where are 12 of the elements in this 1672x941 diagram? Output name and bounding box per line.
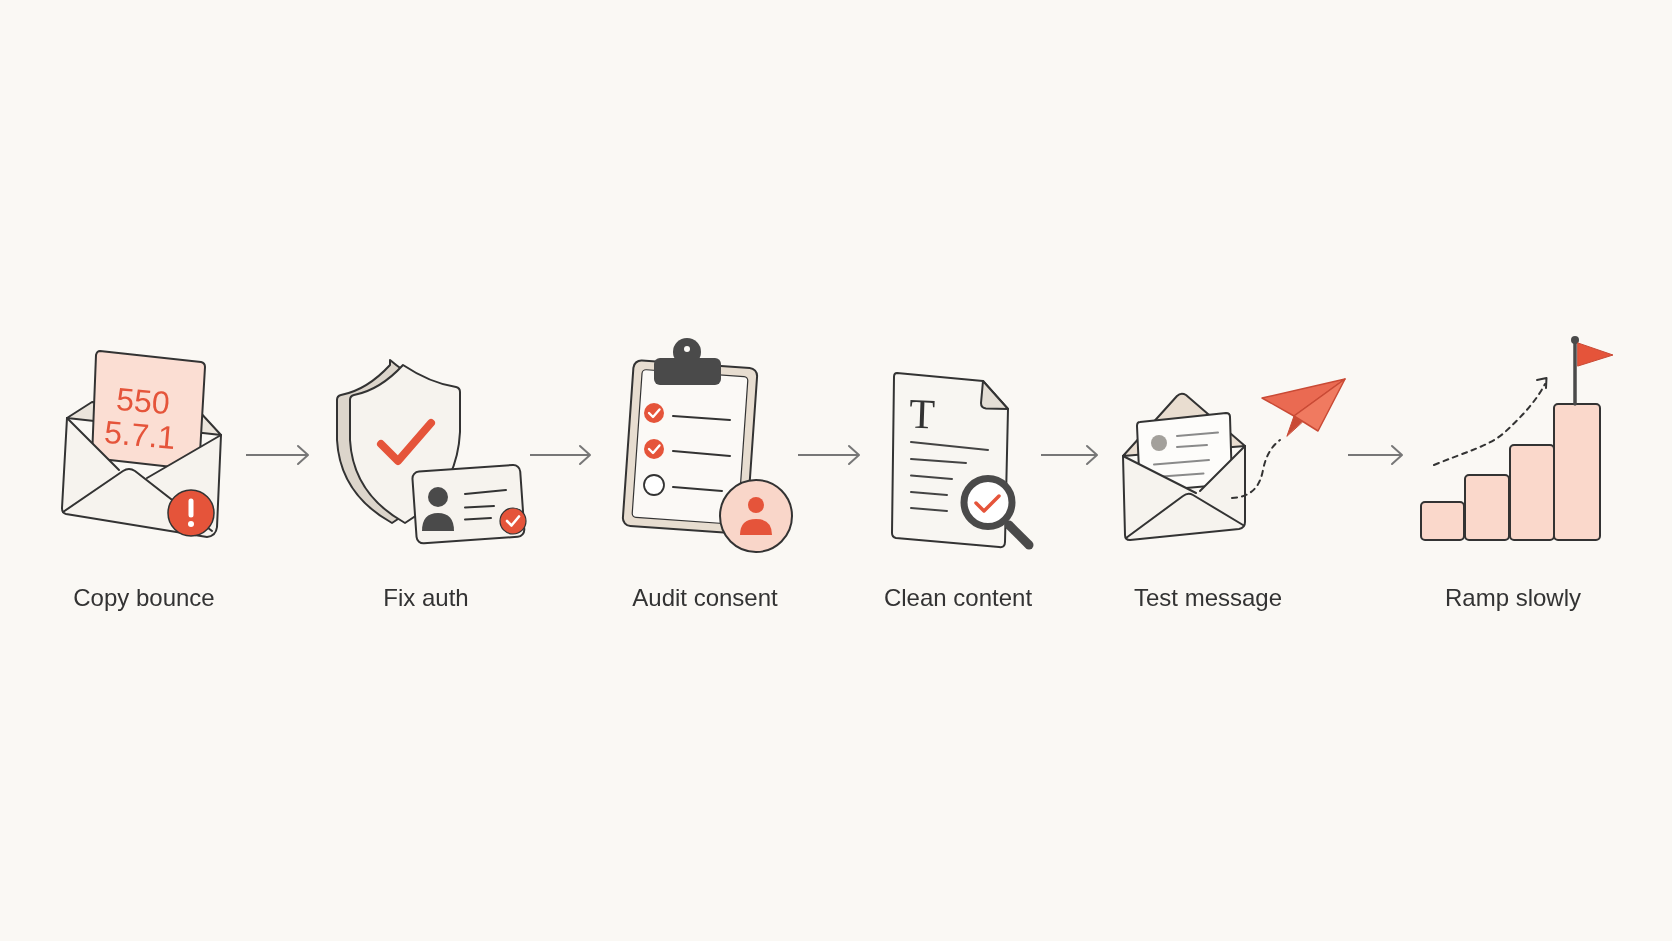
- arrow: [797, 445, 860, 465]
- arrow: [529, 445, 591, 465]
- step-label: Fix auth: [383, 582, 469, 612]
- step-label: Ramp slowly: [1445, 582, 1581, 612]
- arrow: [1040, 445, 1098, 465]
- step-label: Test message: [1133, 582, 1283, 612]
- arrow: [245, 445, 309, 465]
- typeface-letter: T: [908, 392, 936, 436]
- arrow: [1347, 445, 1403, 465]
- step-label: Clean content: [883, 582, 1033, 612]
- step-label: Copy bounce: [73, 582, 215, 612]
- step-label: Audit consent: [632, 582, 778, 612]
